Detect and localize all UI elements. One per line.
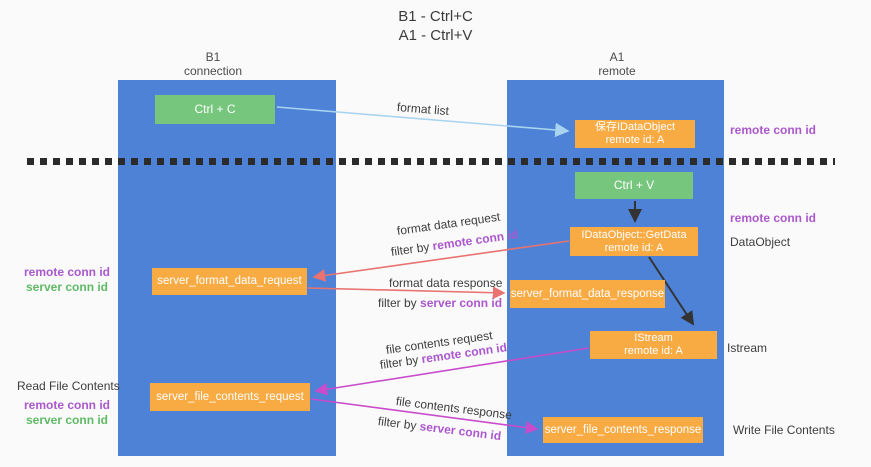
diagram-title: B1 - Ctrl+C A1 - Ctrl+V xyxy=(0,7,871,45)
save-idataobject-line1: 保存IDataObject xyxy=(594,121,676,133)
istream-line1: IStream xyxy=(634,332,673,344)
title-line-1: B1 - Ctrl+C xyxy=(398,8,473,25)
right-dataobject-label: DataObject xyxy=(730,235,791,249)
filter-by-text: filter by xyxy=(377,414,421,434)
save-idataobject-node: 保存IDataObject remote id: A xyxy=(575,120,695,148)
lane-b1-name: B1 xyxy=(205,50,221,64)
ctrl-c-label: Ctrl + C xyxy=(194,102,236,116)
getdata-line1: IDataObject::GetData xyxy=(581,228,687,241)
getdata-line2: remote id: A xyxy=(604,241,664,254)
server-format-data-response-label: server_format_data_response xyxy=(510,287,665,300)
left-remote-conn-id-2: remote conn id xyxy=(23,398,110,412)
left-server-conn-id-1: server conn id xyxy=(25,280,109,294)
lane-a1-role: remote xyxy=(598,64,636,78)
lane-a1-name: A1 xyxy=(609,50,625,64)
ctrl-v-label: Ctrl + V xyxy=(613,178,655,192)
left-server-conn-id-2: server conn id xyxy=(25,413,109,427)
title-line-2: A1 - Ctrl+V xyxy=(398,27,473,44)
server-file-contents-request-node: server_file_contents_request xyxy=(150,383,310,411)
left-remote-conn-id-1: remote conn id xyxy=(23,265,110,279)
server-format-data-request-label: server_format_data_request xyxy=(157,275,302,287)
right-remote-conn-id-label-1: remote conn id xyxy=(730,123,817,137)
filter-by-text: filter by xyxy=(390,239,434,259)
left-read-file-contents-label: Read File Contents xyxy=(17,379,120,393)
istream-node: IStream remote id: A xyxy=(590,331,717,359)
server-file-contents-response-node: server_file_contents_response xyxy=(543,417,703,443)
left-read-file-contents-group: Read File Contents remote conn id server… xyxy=(17,379,120,428)
server-file-contents-response-label: server_file_contents_response xyxy=(544,423,702,436)
server-format-data-response-node: server_format_data_response xyxy=(510,280,665,308)
filter-by-text: filter by xyxy=(379,352,423,372)
format-list-text: format list xyxy=(396,100,450,119)
ctrl-c-node: Ctrl + C xyxy=(155,95,275,124)
format-list-edge-label: format list xyxy=(396,100,449,118)
session-divider-dashed-line xyxy=(27,158,835,165)
server-conn-id-text: server conn id xyxy=(418,419,502,444)
lane-header-b1-connection: B1 connection xyxy=(153,50,273,78)
format-data-response-text: format data response xyxy=(389,276,503,290)
lane-b1-role: connection xyxy=(183,64,243,78)
server-format-data-request-node: server_format_data_request xyxy=(152,268,307,295)
right-remote-conn-id-label-2: remote conn id xyxy=(730,211,817,225)
ctrl-v-node: Ctrl + V xyxy=(575,172,693,199)
left-conn-id-group-1: remote conn id server conn id xyxy=(17,265,117,295)
filter-by-text: filter by xyxy=(378,296,421,310)
lane-header-a1-remote: A1 remote xyxy=(557,50,677,78)
right-write-file-contents-label: Write File Contents xyxy=(733,423,835,437)
server-file-contents-request-label: server_file_contents_request xyxy=(156,390,304,403)
right-istream-label: Istream xyxy=(727,341,768,355)
server-conn-id-text: server conn id xyxy=(420,296,503,310)
idataobject-getdata-node: IDataObject::GetData remote id: A xyxy=(570,227,698,256)
istream-line2: remote id: A xyxy=(624,345,683,357)
format-data-response-filter-label: filter by server conn id xyxy=(378,296,502,310)
save-idataobject-line2: remote id: A xyxy=(605,134,665,146)
format-data-response-edge-label: format data response xyxy=(389,276,502,290)
